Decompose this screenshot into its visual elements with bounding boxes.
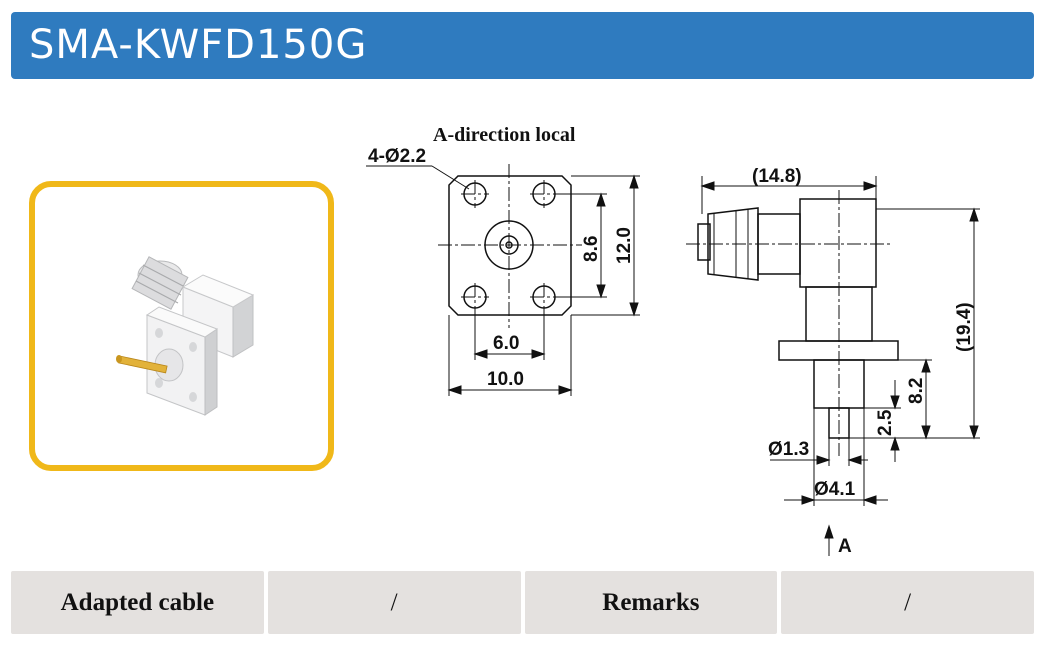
remarks-value: / <box>781 571 1034 634</box>
dim-hole-spacing-v: 8.6 <box>581 236 602 262</box>
dim-pin-dia: Ø1.3 <box>768 439 809 460</box>
product-photo <box>116 256 255 416</box>
remarks-label: Remarks <box>524 571 778 634</box>
dim-overall-height: (19.4) <box>954 302 975 352</box>
connector-flange <box>145 306 219 416</box>
page-title: SMA-KWFD150G <box>29 22 368 68</box>
side-view <box>697 198 899 439</box>
right-angle-body <box>799 198 877 288</box>
front-view-dimensions <box>366 165 640 396</box>
title-bar: SMA-KWFD150G <box>11 12 1034 79</box>
connector-barrel <box>131 256 189 310</box>
center-lines <box>438 164 582 328</box>
coupling-nut <box>707 207 759 281</box>
flange-outline <box>448 175 572 316</box>
view-arrow-label: A <box>838 536 852 557</box>
nut-front <box>697 223 711 261</box>
dim-flange-height: 12.0 <box>614 227 635 264</box>
front-view-label: A-direction local <box>433 124 576 146</box>
spec-table: Adapted cable / Remarks / <box>11 571 1034 634</box>
dim-hole-spacing-h: 6.0 <box>493 333 519 354</box>
connector-body <box>181 274 255 358</box>
dim-body-dia: Ø4.1 <box>814 479 856 500</box>
product-photo-frame <box>29 181 334 471</box>
adapted-cable-value: / <box>267 571 521 634</box>
dim-overall-length: (14.8) <box>752 166 802 187</box>
dim-pin-length: 8.2 <box>906 378 927 404</box>
dim-flange-width: 10.0 <box>487 369 524 390</box>
dim-pin-tip: 2.5 <box>875 409 896 436</box>
connector-gold-pin <box>116 355 168 374</box>
side-view-dimensions <box>700 176 980 556</box>
side-center-lines <box>686 190 890 456</box>
adapted-cable-label: Adapted cable <box>11 571 264 634</box>
holes-callout: 4-Ø2.2 <box>368 146 426 167</box>
